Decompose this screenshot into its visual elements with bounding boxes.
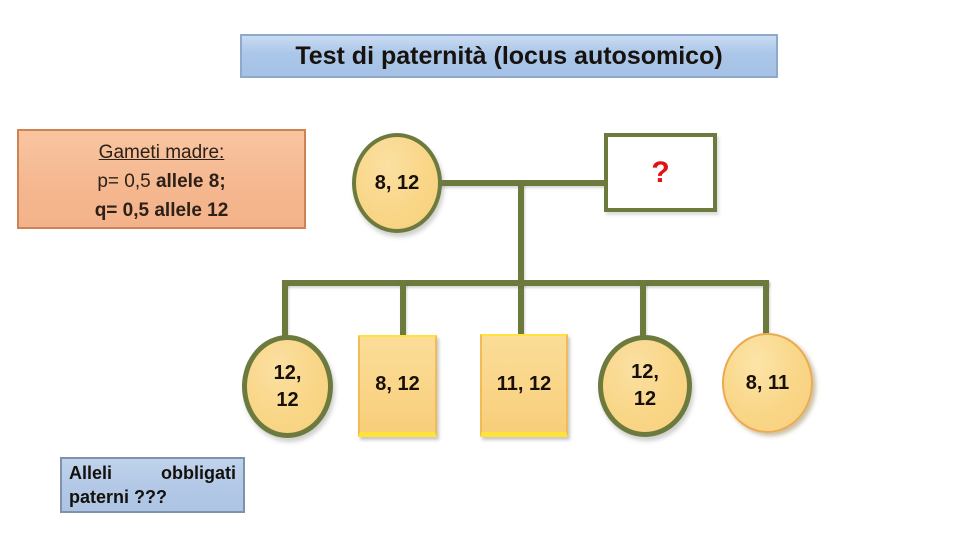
parents-descent-line [518,180,524,336]
mother-circle: 8, 12 [352,133,442,233]
gametes-heading: Gameti madre: [98,142,225,163]
child-1-genotype-label: 12, 12 [273,361,302,411]
child-1-circle: 12, 12 [242,335,333,438]
child-4-drop-line [640,280,646,337]
child-2-drop-line [400,280,406,337]
page-title: Test di paternità (locus autosomico) [240,34,778,78]
father-unknown-label: ? [651,155,670,189]
child-4-genotype-label: 12, 12 [631,361,659,410]
child-3-square: 11, 12 [480,334,568,437]
gametes-p-line: p= 0,5 allele 8; [97,171,226,192]
child-5-circle: 8, 11 [722,333,813,433]
mother-genotype-label: 8, 12 [374,171,420,194]
child-1-drop-line [282,280,288,337]
alleles-line1: Alleli obbligati [69,463,236,483]
gametes-q-line: q= 0,5 allele 12 [94,200,229,221]
father-box: ? [604,133,717,212]
child-2-square: 8, 12 [358,335,437,437]
alleles-line2: paterni ??? [69,487,167,507]
child-5-genotype-label: 8, 11 [745,371,790,394]
child-2-genotype-label: 8, 12 [375,373,420,395]
paternal-alleles-box: Alleli obbligati paterni ??? [60,457,245,513]
child-5-drop-line [763,280,769,335]
mother-gametes-box: Gameti madre: p= 0,5 allele 8; q= 0,5 al… [17,129,306,229]
child-4-circle: 12, 12 [598,335,692,437]
sibship-line [282,280,769,286]
child-3-genotype-label: 11, 12 [496,372,552,395]
